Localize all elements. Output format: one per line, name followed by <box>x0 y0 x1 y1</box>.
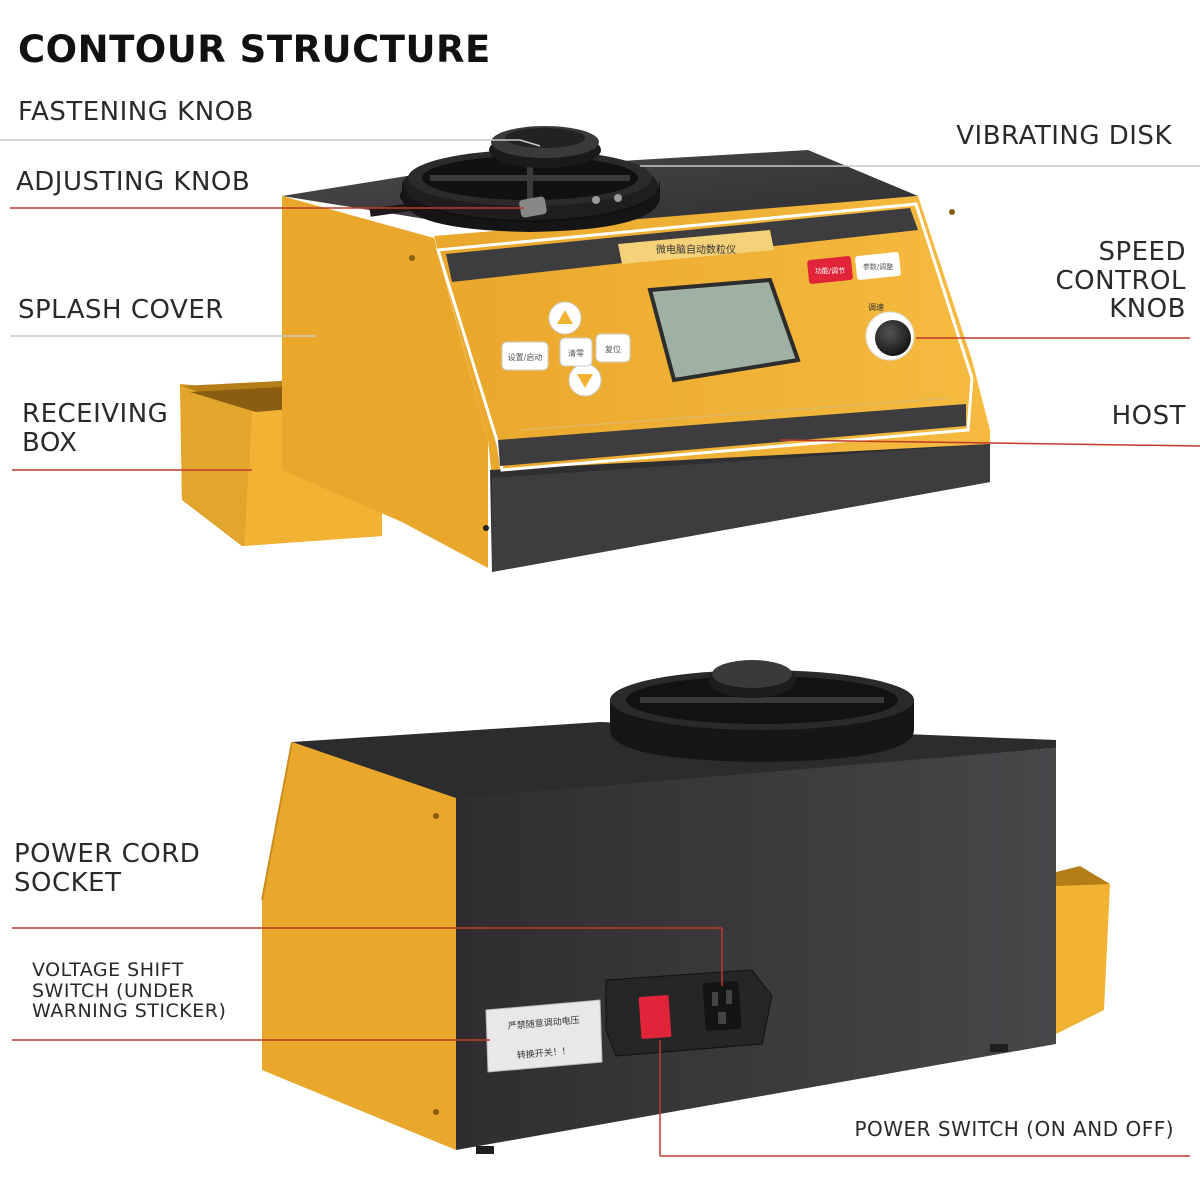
vibrating-disk <box>400 150 660 232</box>
front-view: 微电脑自动数粒仪 设置/启动 清零 复位 功能/调节 参数/调整 <box>180 126 990 572</box>
speed-control-knob[interactable]: 调速 <box>865 303 915 361</box>
clear-button[interactable] <box>559 337 593 367</box>
voltage-shift-switch-label: VOLTAGE SHIFT SWITCH (UNDER WARNING STIC… <box>32 959 227 1023</box>
warning-sticker: 严禁随意调动电压 转换开关！！ <box>485 999 603 1073</box>
back-receiving-box <box>1056 866 1110 1034</box>
clear-label: 清零 <box>568 348 584 358</box>
power-cord-socket-label: POWER CORD SOCKET <box>14 839 201 898</box>
speed-knob-label: 调速 <box>868 303 884 312</box>
down-arrow-icon <box>577 374 593 388</box>
power-module <box>605 969 773 1057</box>
power-switch-label: POWER SWITCH (ON AND OFF) <box>854 1117 1174 1141</box>
function-badges: 功能/调节 参数/调整 <box>807 252 901 284</box>
parameter-badge-text: 参数/调整 <box>863 262 893 271</box>
adjusting-knob[interactable] <box>519 194 622 218</box>
reset-label: 复位 <box>605 344 621 354</box>
adjusting-knob-label: ADJUSTING KNOB <box>16 167 251 197</box>
set-start-button[interactable] <box>501 341 549 371</box>
host-label: HOST <box>1111 401 1186 431</box>
back-yellow-side <box>262 742 456 1150</box>
back-vibrating-disk <box>610 660 914 762</box>
host-left-side <box>282 196 488 568</box>
panel-title: 微电脑自动数粒仪 <box>618 230 774 264</box>
front-leader-lines <box>0 139 1200 471</box>
splash-cover-label: SPLASH COVER <box>18 295 224 325</box>
back-dark-face <box>456 748 1056 1150</box>
reset-button[interactable] <box>595 333 631 363</box>
button-cluster: 设置/启动 清零 复位 <box>501 301 631 397</box>
speed-control-knob-label: SPEED CONTROL KNOB <box>1055 237 1186 325</box>
function-badge-text: 功能/调节 <box>815 266 845 275</box>
section-divider <box>0 590 1200 620</box>
panel-title-text: 微电脑自动数粒仪 <box>656 243 736 256</box>
set-start-label: 设置/启动 <box>508 352 543 362</box>
up-arrow-icon <box>557 310 573 324</box>
receiving-box-label: RECEIVING BOX <box>22 399 169 458</box>
vibrating-disk-label: VIBRATING DISK <box>956 121 1172 151</box>
fastening-knob[interactable] <box>489 126 601 168</box>
back-view: 严禁随意调动电压 转换开关！！ <box>261 660 1110 1154</box>
page-title: CONTOUR STRUCTURE <box>18 28 491 71</box>
power-switch[interactable] <box>638 995 672 1039</box>
back-leader-lines <box>12 927 1190 1157</box>
lcd-screen <box>647 277 801 383</box>
panel-footer-strip <box>498 404 966 466</box>
fastening-knob-label: FASTENING KNOB <box>18 97 254 127</box>
